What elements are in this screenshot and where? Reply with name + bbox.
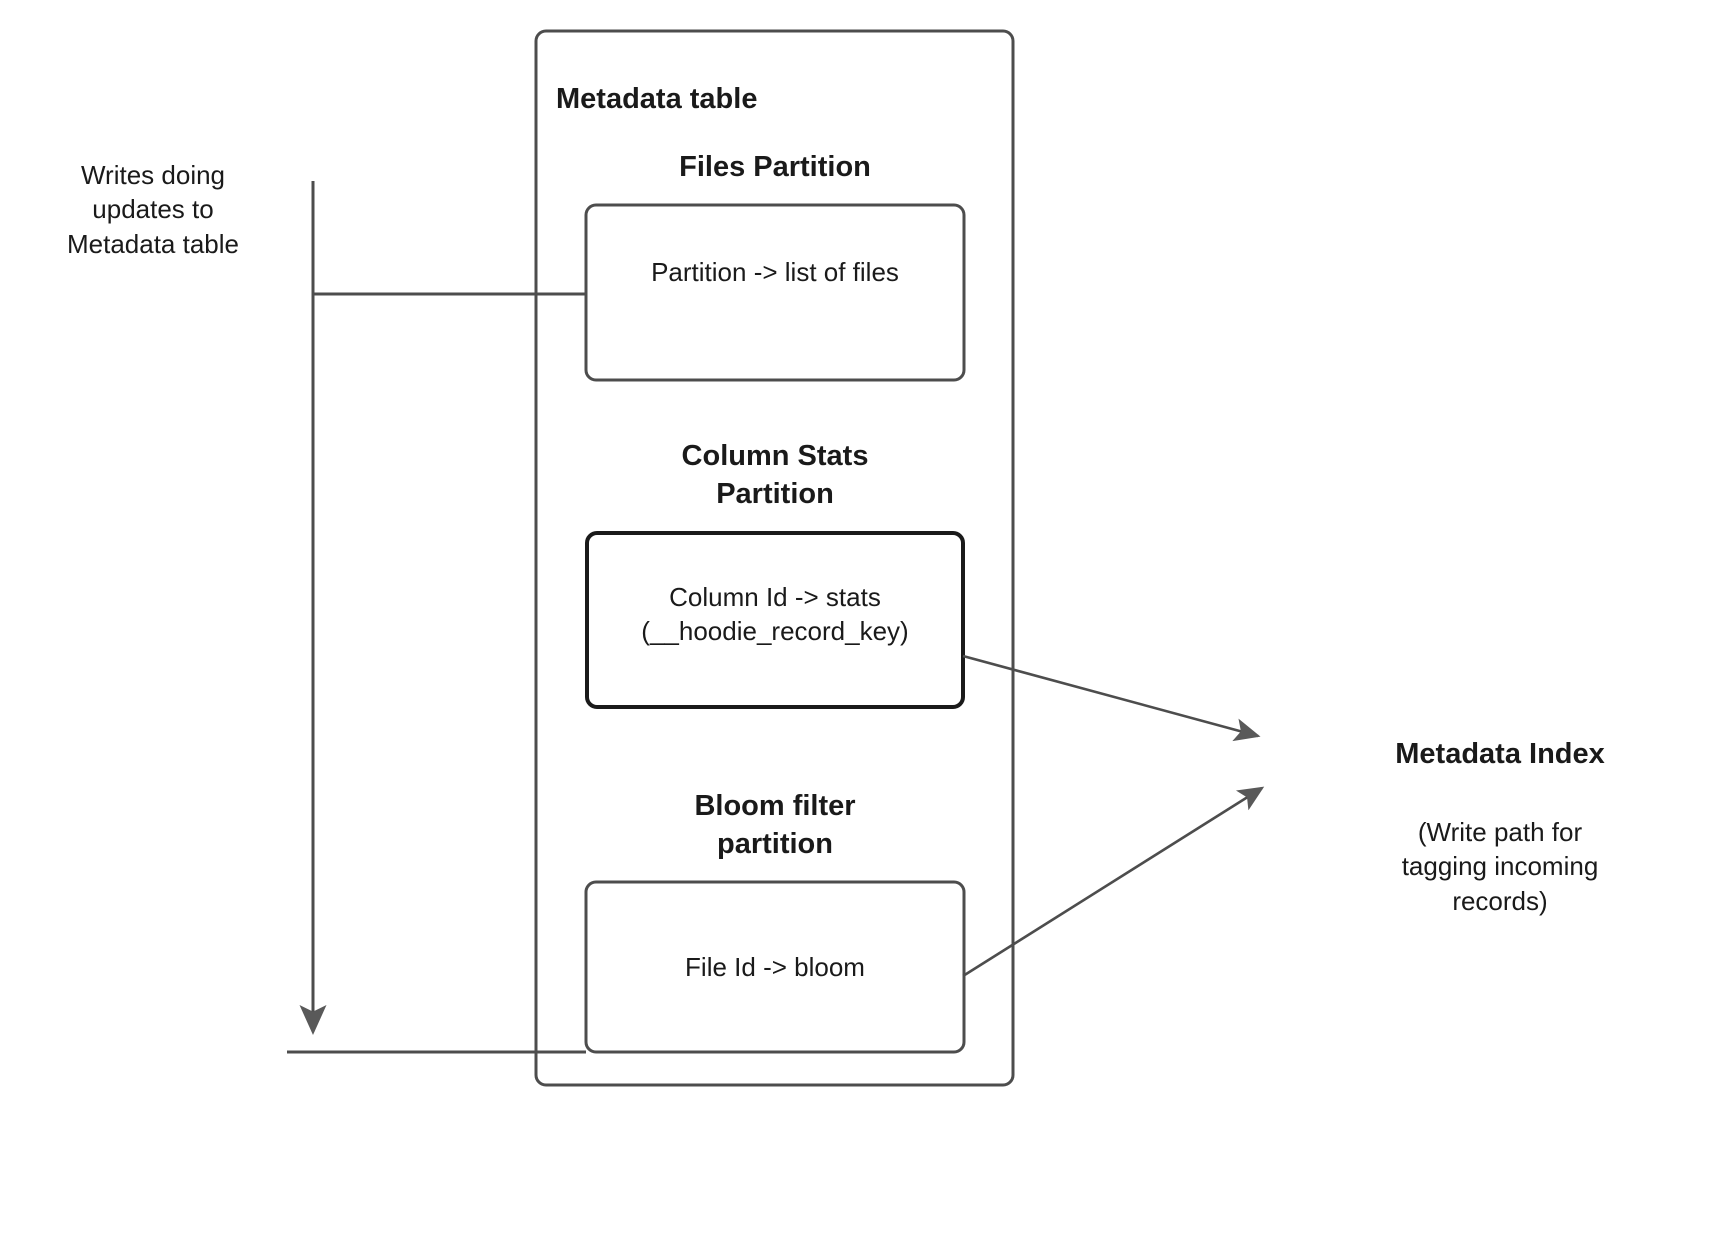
column-stats-partition-box: [585, 531, 965, 709]
connector-bloom-to-index: [962, 786, 1265, 978]
writes-note-label: Writes doing updates to Metadata table: [66, 160, 239, 259]
bloom-filter-partition-box-text: File Id -> bloom: [685, 952, 865, 982]
files-partition-box: [584, 203, 966, 382]
bloom-filter-partition-box: [584, 880, 966, 1054]
metadata-table-title: Metadata table: [556, 83, 758, 115]
metadata-index-note: (Write path for tagging incoming records…: [1401, 817, 1599, 916]
column-stats-partition-heading: Column Stats Partition: [681, 440, 869, 511]
files-partition-heading: Files Partition: [679, 151, 871, 183]
bloom-filter-partition-heading: Bloom filter partition: [694, 790, 856, 861]
files-partition-box-text: Partition -> list of files: [651, 257, 899, 287]
metadata-index-title: Metadata Index: [1395, 738, 1605, 770]
column-stats-partition-box-text: Column Id -> stats (__hoodie_record_key): [641, 582, 909, 647]
connector-colstats-to-index: [962, 654, 1261, 742]
